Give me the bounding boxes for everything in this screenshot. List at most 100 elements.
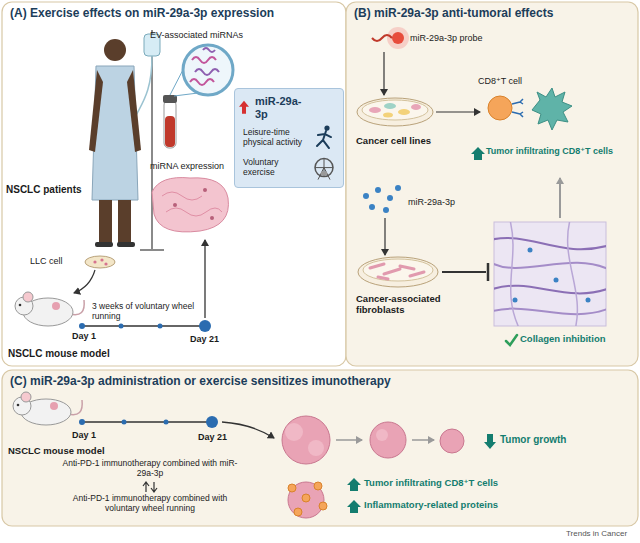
tumor-shrink — [282, 416, 464, 464]
timeline-dot — [158, 324, 163, 329]
patient-head — [104, 39, 126, 61]
summary-icons-part — [317, 131, 331, 148]
flow-arrow — [222, 422, 274, 438]
mirna-dot — [586, 298, 591, 303]
tumor-spot — [52, 302, 60, 310]
mouse-eye — [17, 404, 20, 407]
tumor-lobe — [308, 440, 324, 456]
t-cell — [319, 502, 327, 510]
tissue-cell — [203, 188, 207, 192]
tumor-mass — [288, 482, 324, 518]
tumor-spot — [50, 402, 58, 410]
node-heading: miR-29a-3p — [243, 95, 309, 120]
probe-glow — [387, 27, 409, 49]
tissue-fold — [166, 208, 222, 216]
dish-inner — [363, 259, 433, 281]
collagen-fiber — [494, 262, 606, 270]
increase-arrow — [347, 478, 361, 491]
flow-arrow — [436, 111, 480, 112]
summary-icons-part — [239, 101, 249, 114]
mirna-dot — [383, 207, 389, 213]
mirna-dot — [387, 195, 393, 201]
timeline — [79, 416, 218, 428]
magnifier-leader — [174, 93, 198, 96]
ev-magnifier — [183, 45, 233, 95]
t-cell-attack — [488, 88, 572, 130]
timeline-dot — [122, 420, 127, 425]
timeline-dot — [164, 420, 169, 425]
mirna-strand — [192, 57, 216, 63]
tube-body — [164, 100, 176, 148]
inhibition-bar — [487, 263, 490, 281]
text-label: Trends in Cancer — [566, 529, 627, 538]
collagen-fibers — [494, 222, 606, 326]
mirna-dot — [375, 187, 381, 193]
cell-dot — [93, 260, 96, 263]
node-heading: (A) Exercise effects on miR-29a-3p expre… — [10, 7, 338, 21]
collagen-fiber — [510, 222, 520, 326]
text-label: NSCLC patients — [6, 184, 82, 196]
text-label: Tumor growth — [500, 434, 566, 446]
patient-foot — [117, 242, 135, 247]
text-label: CD8⁺T cell — [478, 76, 522, 86]
petri-dish — [85, 256, 115, 268]
text-label: Tumor infiltrating CD8⁺T cells — [486, 146, 634, 156]
swap-arrows — [143, 482, 157, 492]
decrease-arrow — [484, 434, 496, 449]
cancer-cell — [411, 104, 421, 110]
tumor-large — [282, 416, 330, 464]
cancer-cell-dish — [357, 98, 433, 126]
text-label: Cancer cell lines — [356, 136, 431, 147]
node-heading: (B) miR-29a-3p anti-tumoral effects — [354, 7, 630, 21]
text-label: Inflammatory-related proteins — [364, 500, 498, 511]
collagen-fiber — [568, 222, 578, 326]
timeline — [79, 320, 211, 332]
cell-dot — [104, 262, 107, 265]
t-cell — [294, 508, 302, 516]
cancer-cell — [384, 103, 396, 109]
text-label: Collagen inhibition — [520, 334, 606, 345]
tissue-section — [152, 178, 228, 232]
collagen-image — [490, 220, 610, 330]
t-cell — [302, 494, 310, 502]
text-label: miRNA expression — [150, 161, 224, 171]
mirna-strand — [190, 79, 214, 85]
text-label: Day 21 — [198, 432, 227, 442]
text-label: NSCLC mouse model — [8, 446, 105, 457]
swap-arrow — [143, 482, 149, 492]
t-cell — [488, 96, 512, 120]
increase-arrow — [347, 500, 361, 513]
cancer-cell — [369, 107, 381, 113]
probe-strand — [372, 35, 392, 41]
collagen-fiber — [494, 308, 606, 314]
text-label: LLC cell — [30, 256, 63, 266]
mouse-eye — [19, 304, 22, 307]
panel-b-ground — [346, 2, 638, 366]
patient-leg — [99, 200, 112, 244]
text-label: Day 21 — [190, 334, 219, 344]
node-text: Leisure-time physical activity — [243, 128, 309, 148]
t-cell — [288, 484, 296, 492]
timeline-dot — [79, 323, 85, 329]
mouse-ear — [23, 292, 33, 302]
flow-arrow — [74, 270, 95, 293]
panel-a-ground — [2, 2, 346, 366]
inhibition-line — [442, 271, 486, 273]
text-label: EV-associated miRNAs — [150, 30, 243, 40]
swap-arrow — [151, 482, 157, 492]
node-heading: (C) miR-29a-3p administration or exercis… — [10, 375, 630, 389]
patient-arm — [127, 70, 141, 152]
text-label: Anti-PD-1 immunotherapy combined with mi… — [62, 459, 238, 479]
collagen-fiber — [494, 238, 606, 249]
mirna-dot — [554, 278, 559, 283]
petri-dish — [358, 257, 438, 287]
tube-blood — [165, 116, 175, 147]
text-label: 3 weeks of voluntary wheel running — [92, 302, 197, 322]
tissue-image — [152, 178, 228, 232]
mouse-ear — [21, 392, 31, 402]
panel-grounds — [2, 2, 638, 526]
tumor-infiltrated — [288, 482, 327, 518]
tissue-fold — [162, 192, 202, 200]
mirna-dot — [363, 193, 369, 199]
